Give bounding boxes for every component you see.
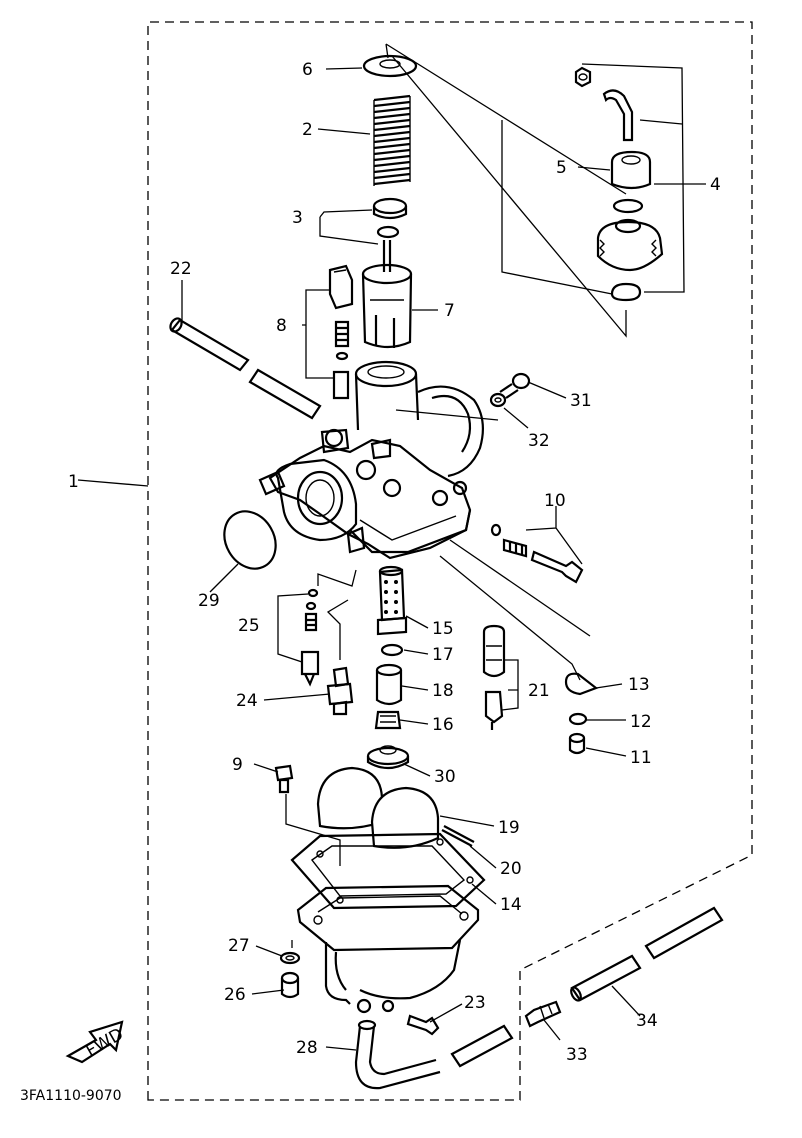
part-20-float-pin	[441, 825, 475, 847]
part-8-starter-plunger	[328, 264, 354, 400]
part-30-baffle	[366, 745, 410, 770]
callout-16: 16	[432, 715, 454, 735]
callout-17: 17	[432, 645, 454, 665]
part-3-needle-clip	[372, 197, 408, 239]
part-14-gasket	[290, 832, 486, 910]
callout-labels: 1 2 3 4 5 6 7 8 9 10 11 12 13 14 15 16 1…	[68, 60, 721, 1065]
part-13-clip	[564, 672, 599, 696]
callout-8: 8	[276, 316, 287, 336]
part-7-throttle-valve	[361, 240, 413, 349]
part-4-cap-assembly	[574, 66, 664, 302]
callout-25: 25	[238, 616, 260, 636]
carburetor-body	[258, 360, 485, 560]
part-21-needle-valve	[482, 624, 506, 730]
callout-1: 1	[68, 472, 79, 492]
part-22-hose	[169, 317, 322, 420]
callout-13: 13	[628, 675, 650, 695]
callout-24: 24	[236, 691, 258, 711]
callout-2: 2	[302, 120, 313, 140]
float-bowl	[296, 884, 480, 1014]
part-15-main-nozzle	[376, 565, 408, 636]
assembly-lines	[285, 43, 685, 948]
callout-27: 27	[228, 936, 250, 956]
part-16-main-jet	[374, 710, 402, 730]
callout-15: 15	[432, 619, 454, 639]
callout-12: 12	[630, 712, 652, 732]
part-11-screw	[568, 732, 586, 755]
callout-5: 5	[556, 158, 567, 178]
part-24-pilot-jet	[326, 666, 354, 716]
callout-23: 23	[464, 993, 486, 1013]
part-18-jet-holder	[375, 663, 403, 706]
callout-14: 14	[500, 895, 522, 915]
part-31-screw	[499, 372, 531, 399]
part-25-pilot-screw	[300, 588, 320, 687]
part-2-spring	[373, 94, 411, 186]
callout-22: 22	[170, 259, 192, 279]
callout-30: 30	[434, 767, 456, 787]
callout-6: 6	[302, 60, 313, 80]
part-5-cap-boot	[610, 150, 652, 190]
part-19-float	[316, 766, 440, 849]
callout-20: 20	[500, 859, 522, 879]
part-32-washer	[489, 392, 507, 408]
callout-19: 19	[498, 818, 520, 838]
callout-34: 34	[636, 1011, 658, 1031]
callout-18: 18	[432, 681, 454, 701]
part-28-drain-hose	[354, 1019, 514, 1090]
callout-4: 4	[710, 175, 721, 195]
part-6-washer	[362, 54, 418, 78]
part-26-drain-screw	[280, 971, 300, 999]
part-29-o-ring	[223, 510, 277, 570]
callout-9: 9	[232, 755, 243, 775]
callout-3: 3	[292, 208, 303, 228]
part-9-screw	[274, 764, 294, 794]
callout-32: 32	[528, 431, 550, 451]
callout-10: 10	[544, 491, 566, 511]
drawing-code: 3FA1110-9070	[20, 1088, 122, 1104]
callout-11: 11	[630, 748, 652, 768]
part-34-fuel-hose	[570, 906, 724, 1002]
part-10-throttle-stop-screw	[490, 523, 584, 584]
part-23-screw	[406, 1014, 440, 1036]
callout-7: 7	[444, 301, 455, 321]
fwd-arrow: FWD	[65, 1020, 127, 1064]
callout-29: 29	[198, 591, 220, 611]
part-27-washer	[279, 951, 301, 965]
part-17-o-ring	[380, 643, 404, 657]
assembly-boundary	[147, 21, 753, 1101]
callout-33: 33	[566, 1045, 588, 1065]
part-12-washer	[568, 712, 588, 726]
callout-21: 21	[528, 681, 550, 701]
leader-lines	[77, 67, 706, 1051]
callout-28: 28	[296, 1038, 318, 1058]
part-33-fitting	[524, 1000, 562, 1028]
callout-31: 31	[570, 391, 592, 411]
callout-26: 26	[224, 985, 246, 1005]
